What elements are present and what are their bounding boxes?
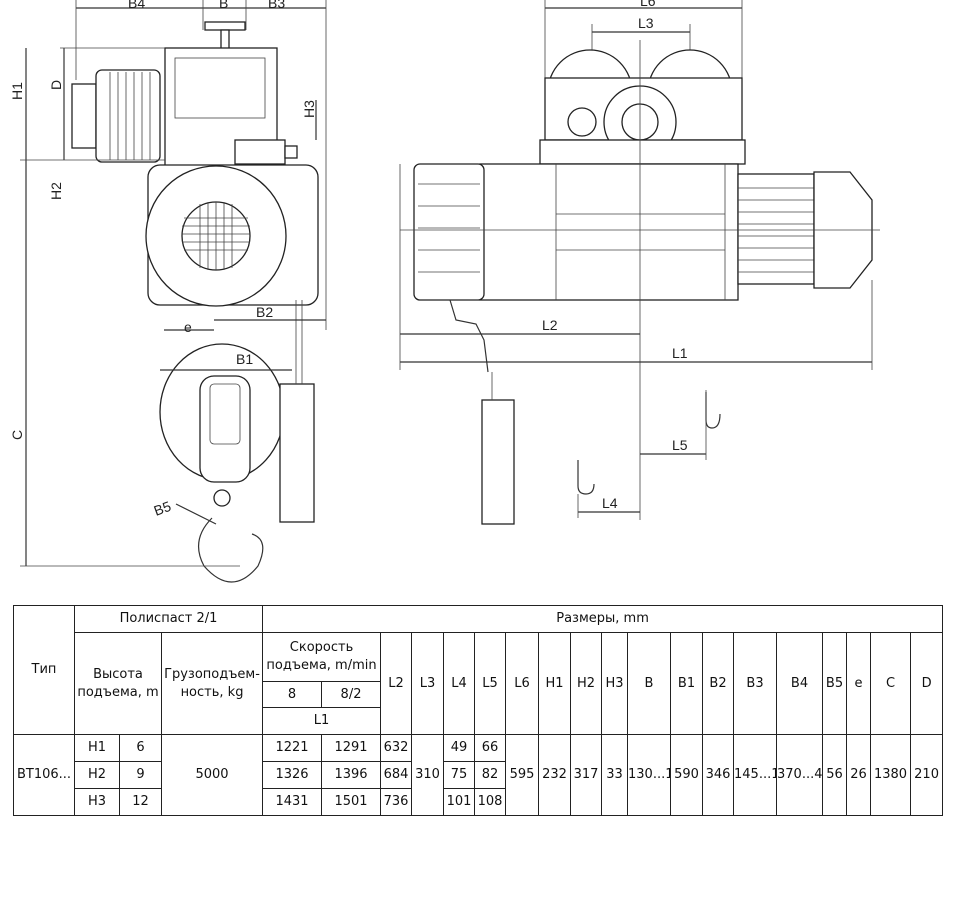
label-b4: B4 — [128, 0, 145, 11]
label-b2: B2 — [256, 304, 273, 320]
row-l2: 684 — [380, 761, 413, 789]
label-b: B — [219, 0, 228, 11]
polispast-header: Полиспаст 2/1 — [73, 605, 264, 633]
value-l3: 310 — [411, 734, 445, 816]
header-b: B — [627, 632, 672, 735]
value-b: 130...150 — [627, 734, 672, 816]
value-b1: 590 — [670, 734, 704, 816]
row-l2: 736 — [380, 788, 413, 816]
type-header: Тип — [13, 605, 75, 735]
value-e: 26 — [846, 734, 872, 816]
label-l3: L3 — [638, 15, 654, 31]
row-l5: 82 — [474, 761, 507, 789]
speed-header: Скорость подъема, m/min — [262, 632, 382, 682]
label-b5: B5 — [152, 498, 174, 519]
header-b1: B1 — [670, 632, 704, 735]
row-l1-8: 1326 — [262, 761, 323, 789]
label-l1: L1 — [672, 345, 688, 361]
speed-8-header: 8 — [262, 681, 323, 708]
row-h-label: H3 — [74, 788, 120, 816]
header-h1: H1 — [538, 632, 572, 735]
row-h-label: H2 — [74, 761, 120, 789]
hoist-technical-drawing: B4 B B3 H1 D H3 H2 e B2 B1 B5 C — [9, 0, 880, 583]
capacity-header: Грузоподъем-ность, kg — [160, 632, 264, 735]
row-l4: 49 — [443, 734, 476, 762]
front-view: L6 L3 L2 L1 L5 L4 — [399, 0, 880, 525]
row-height: 12 — [119, 788, 162, 816]
label-c: C — [9, 430, 25, 440]
row-h-label: H1 — [74, 734, 120, 762]
label-b3: B3 — [268, 0, 285, 11]
header-b3: B3 — [733, 632, 778, 735]
header-l6: L6 — [505, 632, 540, 735]
sizes-header: Размеры, mm — [262, 605, 944, 633]
row-l4: 101 — [443, 788, 476, 816]
header-h3: H3 — [601, 632, 629, 735]
dimensions-table: Тип Полиспаст 2/1 Размеры, mm Высота под… — [13, 605, 944, 816]
row-l1-8: 1221 — [262, 734, 323, 762]
label-l5: L5 — [672, 437, 688, 453]
value-c: 1380 — [870, 734, 912, 816]
capacity-value: 5000 — [160, 734, 264, 816]
label-l6: L6 — [640, 0, 656, 9]
value-h1: 232 — [538, 734, 572, 816]
value-b4: 370...435 — [776, 734, 824, 816]
height-header: Высота подъема, m — [74, 632, 162, 735]
label-b1: B1 — [236, 351, 253, 367]
row-l1-8-2: 1291 — [321, 734, 382, 762]
row-height: 9 — [119, 761, 162, 789]
value-h3: 33 — [601, 734, 629, 816]
header-l2: L2 — [380, 632, 413, 735]
label-l2: L2 — [542, 317, 558, 333]
header-b2: B2 — [702, 632, 735, 735]
header-b4: B4 — [776, 632, 824, 735]
value-l6: 595 — [505, 734, 540, 816]
label-h1: H1 — [9, 82, 25, 100]
header-h2: H2 — [570, 632, 603, 735]
label-e: e — [184, 319, 192, 335]
row-l1-8-2: 1501 — [321, 788, 382, 816]
row-l5: 66 — [474, 734, 507, 762]
value-h2: 317 — [570, 734, 603, 816]
value-b3: 145...125 — [733, 734, 778, 816]
label-d: D — [48, 80, 64, 90]
header-l4: L4 — [443, 632, 476, 735]
row-l1-8: 1431 — [262, 788, 323, 816]
speed-8-2-header: 8/2 — [321, 681, 382, 708]
header-d: D — [910, 632, 944, 735]
header-c: C — [870, 632, 912, 735]
row-l4: 75 — [443, 761, 476, 789]
header-b5: B5 — [822, 632, 848, 735]
header-l5: L5 — [474, 632, 507, 735]
value-d: 210 — [910, 734, 944, 816]
row-l1-8-2: 1396 — [321, 761, 382, 789]
type-value: BT106... — [13, 734, 75, 816]
side-view: B4 B B3 H1 D H3 H2 e B2 B1 B5 C — [9, 0, 327, 583]
header-e: e — [846, 632, 872, 735]
row-height: 6 — [119, 734, 162, 762]
value-b5: 56 — [822, 734, 848, 816]
label-h2: H2 — [48, 182, 64, 200]
row-l5: 108 — [474, 788, 507, 816]
label-h3: H3 — [301, 100, 317, 118]
value-b2: 346 — [702, 734, 735, 816]
l1-header: L1 — [262, 707, 382, 735]
label-l4: L4 — [602, 495, 618, 511]
row-l2: 632 — [380, 734, 413, 762]
header-l3: L3 — [411, 632, 445, 735]
